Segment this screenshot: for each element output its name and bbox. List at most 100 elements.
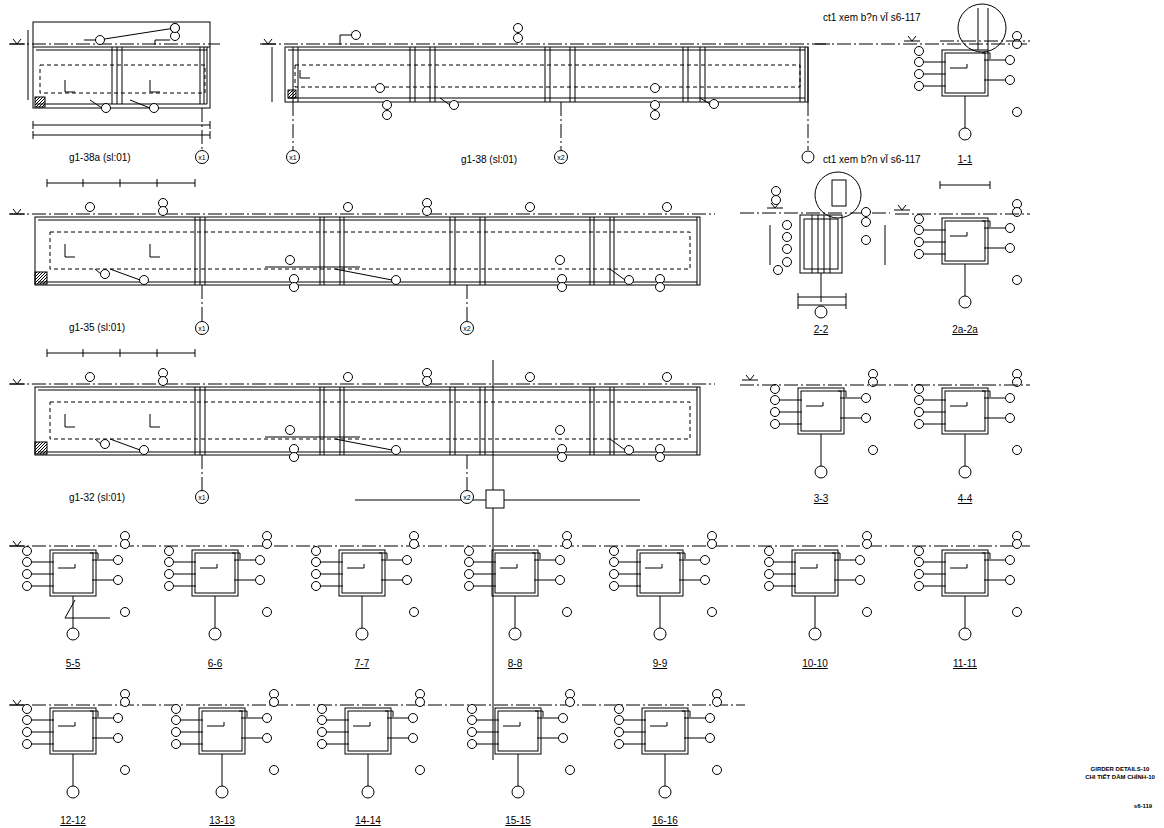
- leader-line: [984, 580, 1005, 581]
- callout-circle: [172, 740, 181, 749]
- axis-line: [561, 102, 562, 150]
- axis-line: [467, 285, 468, 321]
- rebar-hook: [982, 553, 990, 559]
- drawing-note: ct1 xem b?n vÏ s6-117: [822, 154, 922, 165]
- callout-circle: [862, 414, 871, 423]
- section-label: 4-4: [957, 493, 973, 504]
- callout-circle: [1006, 394, 1015, 403]
- hatch-line: [288, 90, 290, 92]
- callout-circle: [263, 734, 272, 743]
- axis-line: [202, 108, 203, 150]
- stirrup-line: [550, 47, 551, 102]
- callout-circle: [514, 24, 523, 33]
- dimension-tick: [846, 301, 847, 309]
- leader-line: [320, 574, 343, 575]
- hatch-line: [294, 96, 296, 98]
- callout-circle: [566, 766, 575, 775]
- level-line: [10, 546, 1030, 547]
- leader-line: [965, 96, 966, 128]
- leader-line: [984, 60, 1005, 61]
- dimension-tick: [120, 349, 121, 357]
- level-symbol: [13, 379, 21, 384]
- dimension-tick: [798, 293, 799, 301]
- level-line: [895, 214, 1030, 215]
- section-outline: [50, 708, 96, 754]
- axis-bubble: x2: [460, 321, 474, 335]
- leader-line: [73, 754, 74, 786]
- leader-line: [623, 744, 646, 745]
- detail-circle: [815, 172, 861, 218]
- callout-circle: [706, 734, 715, 743]
- rebar-hook: [90, 711, 98, 717]
- callout-circle: [86, 203, 95, 212]
- callout-circle: [344, 373, 353, 382]
- callout-circle: [713, 766, 722, 775]
- stirrup-outline: [53, 553, 93, 593]
- axis-bubble: x2: [460, 490, 474, 504]
- leader-line: [335, 439, 392, 450]
- axis-name: x1: [198, 154, 205, 161]
- dimension-line: [940, 185, 990, 186]
- leader-line: [110, 439, 140, 450]
- callout-circle: [392, 276, 401, 285]
- callout-circle: [862, 208, 871, 217]
- section-outline: [942, 550, 988, 596]
- rebar-hook: [232, 553, 240, 559]
- leader-line: [234, 580, 255, 581]
- hatch-line: [37, 444, 47, 454]
- rebar-line: [347, 564, 364, 568]
- callout-circle: [915, 226, 924, 235]
- dimension-line: [47, 183, 195, 184]
- callout-circle: [423, 377, 432, 386]
- callout-circle: [172, 705, 181, 714]
- leader-line: [610, 439, 625, 450]
- stirrup-line: [683, 47, 684, 102]
- callout-circle: [392, 446, 401, 455]
- callout-circle: [312, 547, 321, 556]
- dimension-line: [33, 135, 210, 136]
- section-label: 7-7: [354, 658, 370, 669]
- leader-line: [92, 738, 113, 739]
- callout-circle: [102, 104, 111, 113]
- stirrup-line: [824, 215, 825, 273]
- callout-circle: [165, 582, 174, 591]
- leader-line: [326, 732, 349, 733]
- hatch-line: [40, 447, 47, 454]
- leader-line: [984, 398, 1005, 399]
- callout-circle: [114, 714, 123, 723]
- support-hatch: [35, 272, 47, 284]
- section-bubble: [959, 628, 971, 640]
- leader-line: [180, 744, 203, 745]
- callout-circle: [286, 256, 295, 265]
- callout-circle: [468, 716, 477, 725]
- callout-circle: [862, 218, 871, 227]
- axis-line: [467, 455, 468, 491]
- section-outline: [792, 550, 838, 596]
- callout-circle: [114, 576, 123, 585]
- callout-circle: [771, 408, 780, 417]
- beam-outline: [285, 47, 808, 102]
- hatch-line: [35, 97, 37, 99]
- leader-line: [834, 580, 855, 581]
- callout-circle: [409, 714, 418, 723]
- stirrup-line: [700, 47, 701, 102]
- axis-line: [293, 102, 294, 150]
- stirrup-line: [205, 217, 206, 285]
- leader-line: [173, 574, 196, 575]
- leader-line: [90, 100, 102, 108]
- rebar-hook: [838, 391, 846, 397]
- callout-circle: [86, 373, 95, 382]
- callout-circle: [526, 203, 535, 212]
- stirrup-line: [812, 215, 813, 273]
- callout-circle: [465, 547, 474, 556]
- level-symbol: [13, 39, 21, 44]
- stirrup-outline: [495, 553, 535, 593]
- rebar-hook: [300, 70, 310, 78]
- callout-circle: [558, 453, 567, 462]
- callout-circle: [915, 58, 924, 67]
- leader-line: [387, 738, 408, 739]
- callout-circle: [270, 766, 279, 775]
- leader-line: [618, 562, 641, 563]
- stirrup-outline: [53, 711, 93, 751]
- leader-line: [923, 242, 946, 243]
